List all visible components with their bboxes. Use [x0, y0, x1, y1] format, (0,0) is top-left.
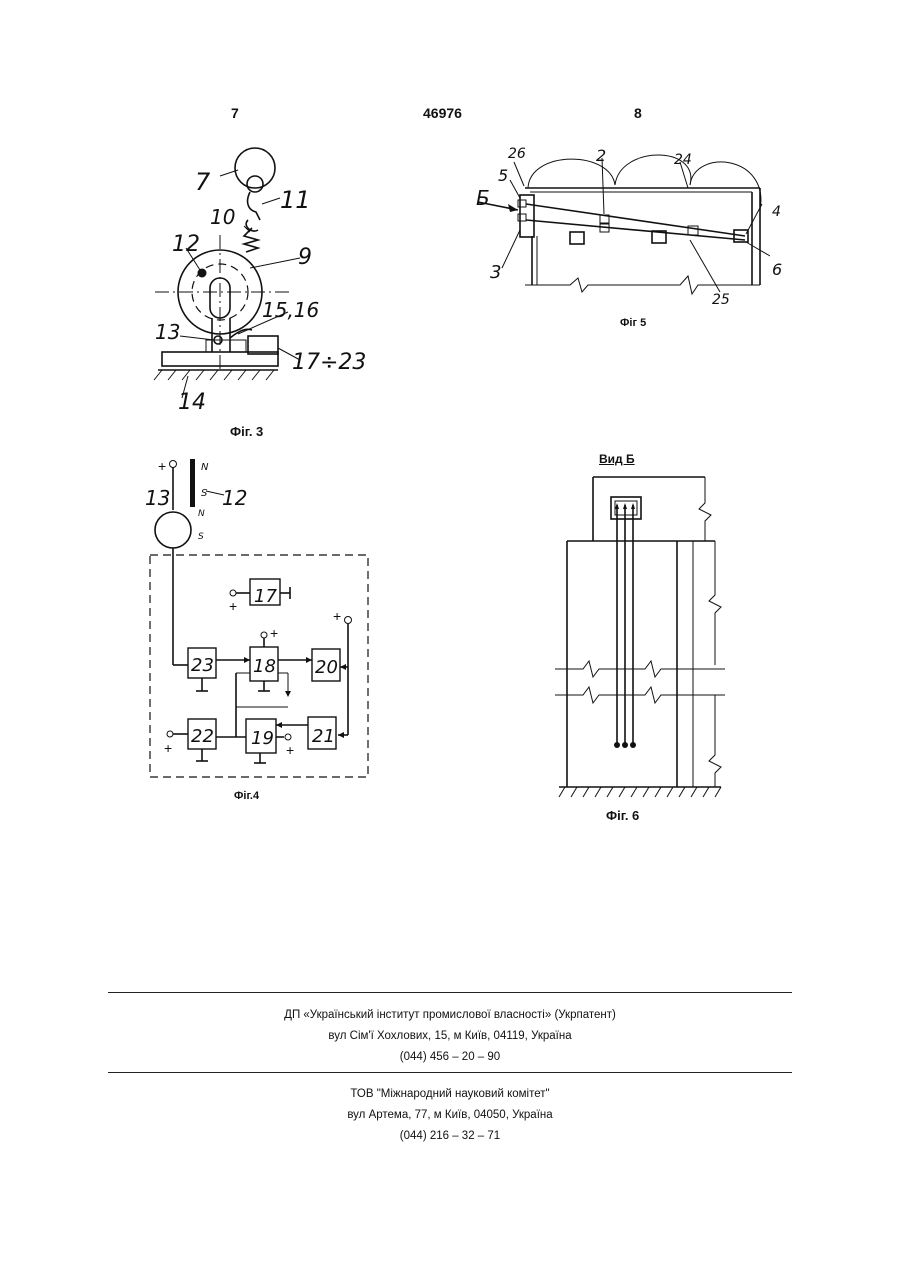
- fig5-label-2: 2: [596, 146, 606, 165]
- fig4-label-S-top: S: [201, 488, 207, 499]
- fig3-label-15-16: 15,16: [262, 298, 319, 322]
- page-number-left: 7: [231, 105, 239, 121]
- fig4-label-N-bottom: N: [198, 509, 205, 519]
- fig5-label-6: 6: [772, 260, 782, 279]
- page-number-right: 8: [634, 105, 642, 121]
- fig3-label-9: 9: [298, 245, 312, 270]
- fig5-label-4: 4: [772, 204, 781, 220]
- footer-divider-top: [108, 992, 792, 993]
- fig6-view-label: Вид Б: [599, 452, 635, 466]
- fig6-caption: Фіг. 6: [606, 808, 639, 823]
- fig5-label-24: 24: [674, 152, 692, 168]
- fig4-block-21: 21: [312, 726, 335, 747]
- fig5-label-3: 3: [490, 262, 501, 283]
- fig3-label-7: 7: [195, 168, 210, 196]
- fig5-label-26: 26: [508, 146, 526, 162]
- fig4-caption: Фіг.4: [234, 790, 259, 802]
- fig4-block-18: 18: [253, 656, 276, 677]
- patent-number: 46976: [423, 105, 462, 121]
- fig4-plus-top: +: [158, 458, 166, 474]
- fig3-label-13: 13: [155, 320, 180, 344]
- fig4-plus-22: +: [164, 740, 172, 756]
- fig5-label-B: Б: [476, 186, 490, 210]
- figure-3-drawing: [140, 140, 380, 430]
- fig5-caption: Фіг 5: [620, 317, 646, 329]
- figure-6-drawing: [555, 465, 725, 805]
- fig4-block-19: 19: [251, 728, 274, 749]
- fig3-label-10: 10: [210, 205, 235, 229]
- fig3-label-12: 12: [172, 232, 200, 257]
- fig3-label-14: 14: [178, 390, 206, 415]
- fig4-block-20: 20: [315, 657, 338, 678]
- fig3-label-17-23: 17÷23: [292, 350, 366, 375]
- footer-org2-phone: (044) 216 – 32 – 71: [0, 1130, 900, 1142]
- footer-org2-name: ТОВ "Міжнародний науковий комітет": [0, 1088, 900, 1100]
- fig4-plus-19: +: [286, 742, 294, 758]
- fig4-label-13: 13: [145, 486, 170, 510]
- figure-5-drawing: [470, 140, 800, 315]
- fig3-caption: Фіг. 3: [230, 424, 263, 439]
- fig4-label-N-top: N: [201, 462, 208, 473]
- fig4-plus-17: +: [229, 598, 237, 614]
- fig4-block-23: 23: [191, 655, 214, 676]
- footer-org1-name: ДП «Український інститут промислової вла…: [0, 1009, 900, 1021]
- fig4-block-17: 17: [254, 586, 277, 607]
- fig5-label-5: 5: [498, 166, 508, 185]
- footer-org1-phone: (044) 456 – 20 – 90: [0, 1051, 900, 1063]
- fig4-label-S-bottom: S: [198, 532, 204, 542]
- fig4-plus-rail: +: [333, 608, 341, 624]
- fig3-label-11: 11: [280, 186, 311, 214]
- footer-org2-address: вул Артема, 77, м Київ, 04050, Україна: [0, 1109, 900, 1121]
- fig4-block-22: 22: [191, 726, 214, 747]
- fig4-plus-18: +: [270, 625, 278, 641]
- fig4-label-12: 12: [222, 486, 247, 510]
- footer-divider-bottom: [108, 1072, 792, 1073]
- fig5-label-25: 25: [712, 292, 730, 308]
- footer-org1-address: вул Сім'ї Хохлових, 15, м Київ, 04119, У…: [0, 1030, 900, 1042]
